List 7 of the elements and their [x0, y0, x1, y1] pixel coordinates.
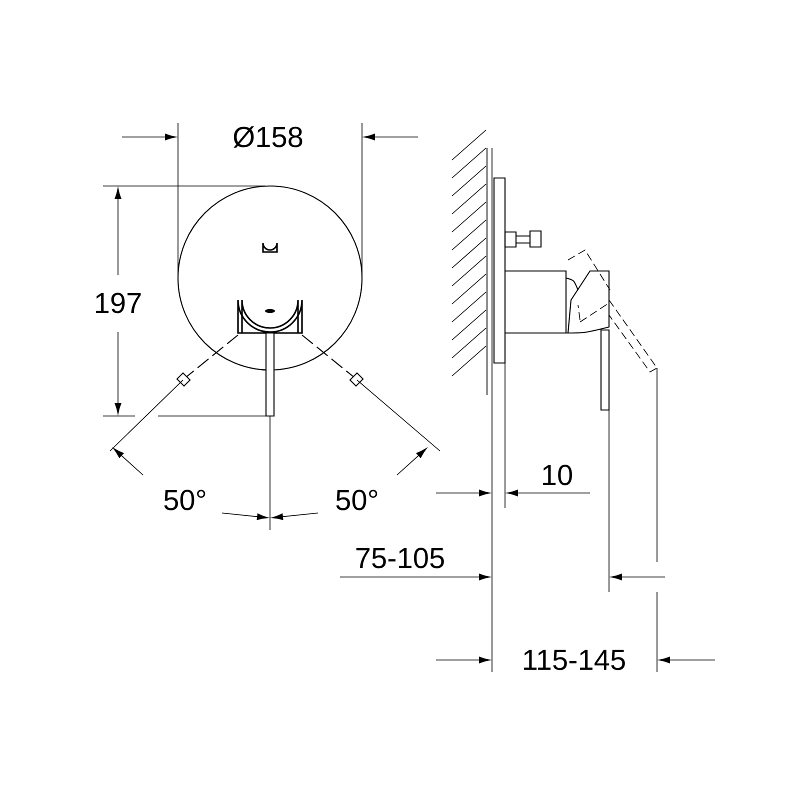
dimension-label: 115-145 — [524, 650, 625, 670]
dimension-label: Ø158 — [234, 126, 302, 148]
dimension-label: 50° — [164, 490, 206, 510]
dimension-label: 75-105 — [356, 548, 444, 568]
dimension-label: 197 — [96, 292, 141, 314]
dimension-label: 10 — [543, 464, 572, 486]
dimension-label: 50° — [336, 490, 378, 510]
